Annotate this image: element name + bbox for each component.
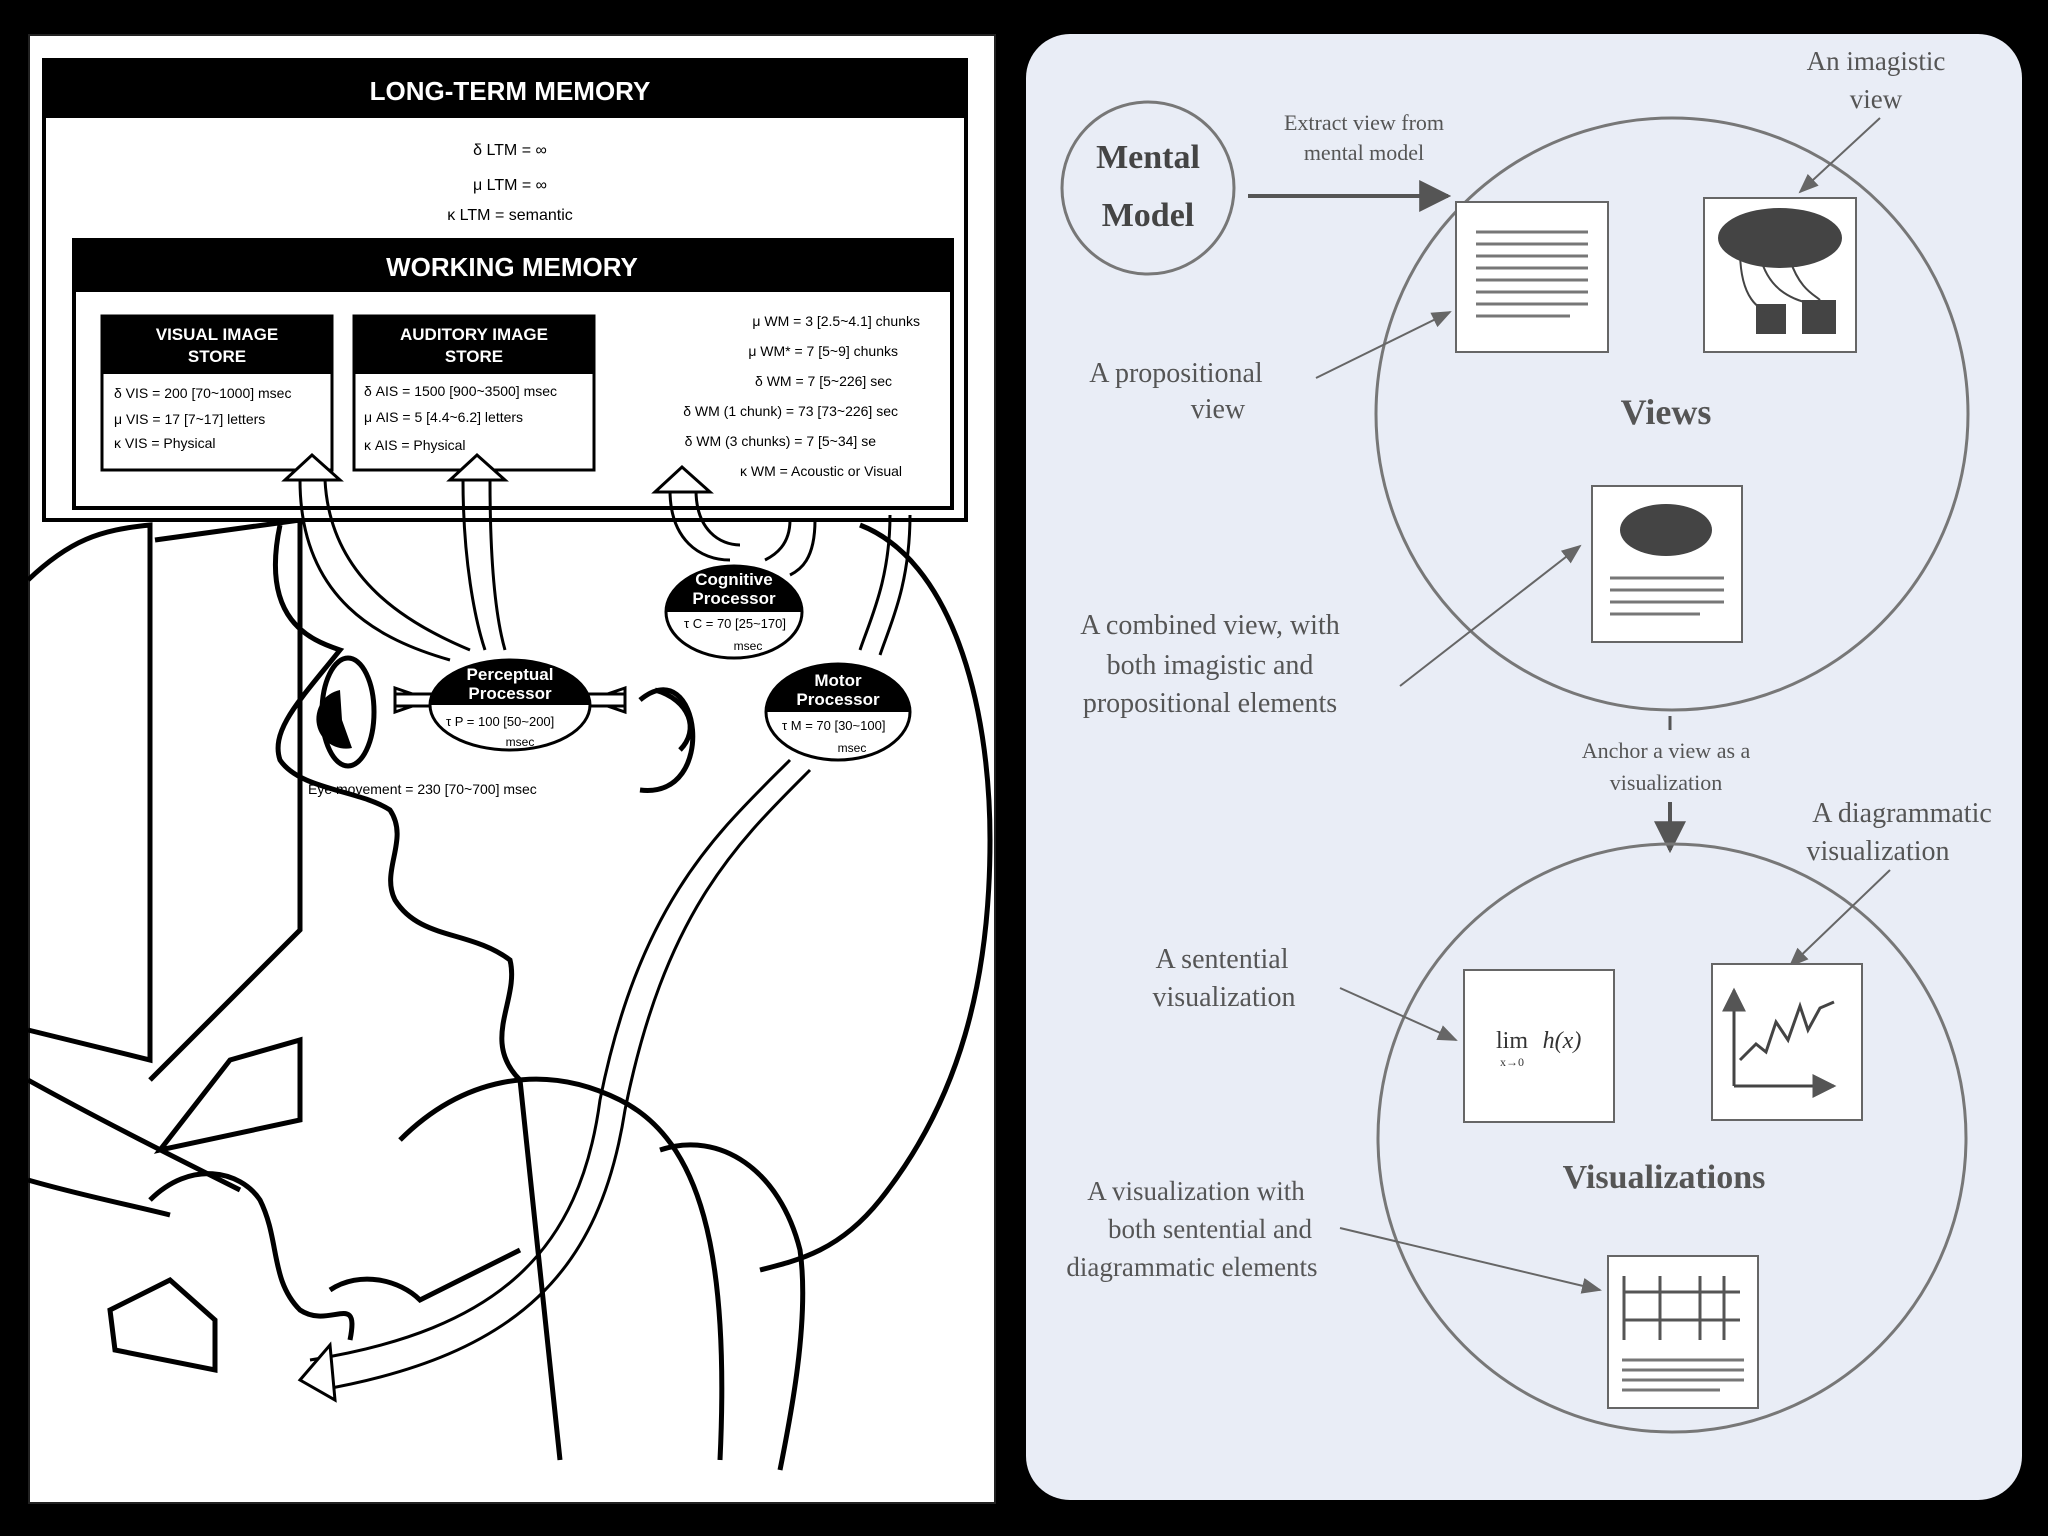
formula-sub: x→0 bbox=[1500, 1055, 1524, 1069]
extract-label: mental model bbox=[1304, 140, 1424, 165]
wm-param: δ WM (1 chunk) = 73 [73~226] sec bbox=[683, 403, 898, 419]
sentential-label: A sentential bbox=[1156, 944, 1289, 975]
perceptual-time: τ P = 100 [50~200] bbox=[446, 714, 554, 729]
working-memory-header bbox=[74, 240, 952, 292]
cognitive-label: Processor bbox=[692, 589, 776, 608]
motor-processor: Motor Processor τ M = 70 [30~100] msec bbox=[764, 662, 912, 762]
cognitive-unit: msec bbox=[734, 639, 763, 653]
visualizations-title: Visualizations bbox=[1563, 1159, 1766, 1196]
extract-label: Extract view from bbox=[1284, 110, 1444, 135]
anchor-label: Anchor a view as a bbox=[1582, 738, 1751, 763]
long-term-memory-header bbox=[44, 60, 966, 118]
vis-param: μ VIS = 17 [7~17] letters bbox=[114, 411, 265, 427]
wm-params: μ WM = 3 [2.5~4.1] chunks μ WM* = 7 [5~9… bbox=[683, 313, 920, 479]
aud-title: STORE bbox=[445, 347, 503, 366]
ltm-title: LONG-TERM MEMORY bbox=[370, 76, 651, 106]
ltm-param: μ LTM = ∞ bbox=[473, 177, 547, 194]
cognitive-time: τ C = 70 [25~170] bbox=[684, 616, 786, 631]
propositional-label: A propositional bbox=[1089, 358, 1263, 389]
mental-model-circle bbox=[1060, 100, 1236, 276]
mental-model-label: Model bbox=[1102, 197, 1195, 234]
cognitive-label: Cognitive bbox=[695, 570, 772, 589]
combined-label: both imagistic and bbox=[1107, 650, 1314, 681]
wm-param: κ WM = Acoustic or Visual bbox=[740, 463, 902, 479]
ltm-param: δ LTM = ∞ bbox=[473, 142, 547, 159]
vis-title: STORE bbox=[188, 347, 246, 366]
imagistic-label: An imagistic bbox=[1807, 46, 1946, 76]
imagistic-view-icon bbox=[1703, 197, 1857, 353]
cognitive-processor: Cognitive Processor τ C = 70 [25~170] ms… bbox=[664, 564, 804, 660]
formula-lim: lim bbox=[1496, 1028, 1528, 1054]
diagrammatic-label: visualization bbox=[1806, 836, 1949, 867]
wm-param: δ WM (3 chunks) = 7 [5~34] se bbox=[685, 433, 877, 449]
views-circle bbox=[1374, 116, 1970, 712]
left-figure: LONG-TERM MEMORY δ LTM = ∞ μ LTM = ∞ κ L… bbox=[26, 58, 993, 1471]
visualizations-circle bbox=[1376, 842, 1968, 1434]
sentential-label: visualization bbox=[1152, 982, 1295, 1013]
perceptual-unit: msec bbox=[506, 735, 535, 749]
propositional-label: view bbox=[1191, 394, 1246, 425]
motor-label: Processor bbox=[796, 690, 880, 709]
motor-time: τ M = 70 [30~100] bbox=[782, 718, 885, 733]
vis-title: VISUAL IMAGE bbox=[156, 325, 278, 344]
eye-movement-label: Eye movement = 230 [70~700] msec bbox=[308, 781, 537, 797]
both-label: diagrammatic elements bbox=[1066, 1252, 1317, 1282]
anchor-label: visualization bbox=[1610, 770, 1722, 795]
motor-unit: msec bbox=[838, 741, 867, 755]
diagrammatic-label: A diagrammatic bbox=[1812, 798, 1992, 829]
combined-label: A combined view, with bbox=[1080, 610, 1339, 641]
right-figure: Mental Model Extract view from mental mo… bbox=[1060, 46, 1992, 1434]
perceptual-label: Perceptual bbox=[467, 665, 554, 684]
sentential-visualization-icon: lim x→0 h(x) bbox=[1463, 969, 1615, 1123]
perceptual-processor: Perceptual Processor τ P = 100 [50~200] … bbox=[428, 658, 592, 752]
processor-connectors bbox=[298, 479, 912, 1392]
vis-param: κ VIS = Physical bbox=[114, 435, 216, 451]
combined-view-icon bbox=[1591, 485, 1743, 643]
formula-fn: h(x) bbox=[1543, 1028, 1582, 1054]
combined-visualization-icon bbox=[1607, 1255, 1759, 1409]
wm-param: μ WM* = 7 [5~9] chunks bbox=[748, 343, 898, 359]
propositional-view-icon bbox=[1455, 201, 1609, 353]
person-illustration bbox=[26, 517, 993, 1471]
vis-param: δ VIS = 200 [70~1000] msec bbox=[114, 385, 291, 401]
mental-model-label: Mental bbox=[1096, 139, 1200, 176]
aud-title: AUDITORY IMAGE bbox=[400, 325, 548, 344]
motor-label: Motor bbox=[814, 671, 862, 690]
aud-param: μ AIS = 5 [4.4~6.2] letters bbox=[364, 409, 523, 425]
combined-label: propositional elements bbox=[1083, 688, 1337, 719]
wm-param: μ WM = 3 [2.5~4.1] chunks bbox=[752, 313, 920, 329]
aud-param: δ AIS = 1500 [900~3500] msec bbox=[364, 383, 557, 399]
both-label: A visualization with bbox=[1087, 1176, 1305, 1206]
imagistic-label: view bbox=[1850, 84, 1903, 114]
diagrammatic-visualization-icon bbox=[1711, 963, 1863, 1121]
wm-param: δ WM = 7 [5~226] sec bbox=[755, 373, 892, 389]
wm-title: WORKING MEMORY bbox=[386, 252, 638, 282]
aud-param: κ AIS = Physical bbox=[364, 437, 466, 453]
ltm-param: κ LTM = semantic bbox=[447, 207, 573, 224]
perceptual-label: Processor bbox=[468, 684, 552, 703]
both-label: both sentential and bbox=[1108, 1214, 1312, 1244]
views-title: Views bbox=[1621, 392, 1712, 432]
